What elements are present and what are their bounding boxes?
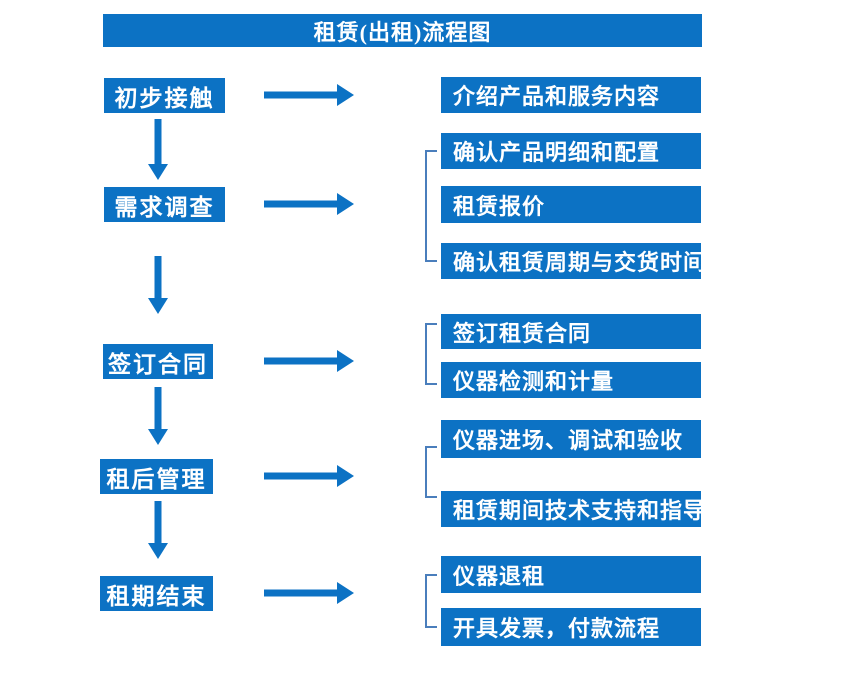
- flowchart-title: 租赁(出租)流程图: [103, 14, 702, 47]
- stage-box-demand-survey: 需求调查: [104, 187, 225, 222]
- down-arrow-icon: [145, 387, 171, 445]
- group-bracket-lease-end: [425, 574, 437, 628]
- detail-box-tech-support: 租赁期间技术支持和指导: [441, 491, 705, 527]
- stage-box-sign-contract: 签订合同: [103, 344, 213, 379]
- group-bracket-demand-survey: [425, 150, 437, 262]
- right-arrow-icon: [264, 193, 354, 215]
- down-arrow-icon: [145, 256, 171, 314]
- down-arrow-icon: [145, 119, 171, 180]
- group-bracket-sign-contract: [425, 323, 437, 385]
- detail-box-confirm-product-config: 确认产品明细和配置: [441, 133, 701, 169]
- detail-box-introduce-products: 介绍产品和服务内容: [441, 77, 701, 113]
- right-arrow-icon: [264, 582, 354, 604]
- stage-box-initial-contact: 初步接触: [104, 78, 225, 113]
- detail-box-invoice-payment: 开具发票，付款流程: [441, 608, 701, 646]
- group-bracket-post-rental: [425, 446, 437, 498]
- detail-box-rental-quote: 租赁报价: [441, 186, 701, 223]
- right-arrow-icon: [264, 350, 354, 372]
- detail-box-instrument-testing: 仪器检测和计量: [441, 362, 701, 398]
- stage-box-lease-end: 租期结束: [100, 576, 213, 611]
- detail-box-instrument-setup-acceptance: 仪器进场、调试和验收: [441, 420, 701, 458]
- right-arrow-icon: [264, 84, 354, 106]
- right-arrow-icon: [264, 465, 354, 487]
- stage-box-post-rental-management: 租后管理: [100, 459, 213, 494]
- detail-box-sign-rental-contract: 签订租赁合同: [441, 314, 701, 349]
- detail-box-confirm-period-delivery: 确认租赁周期与交货时间: [441, 243, 705, 279]
- down-arrow-icon: [145, 501, 171, 559]
- detail-box-instrument-return: 仪器退租: [441, 556, 701, 593]
